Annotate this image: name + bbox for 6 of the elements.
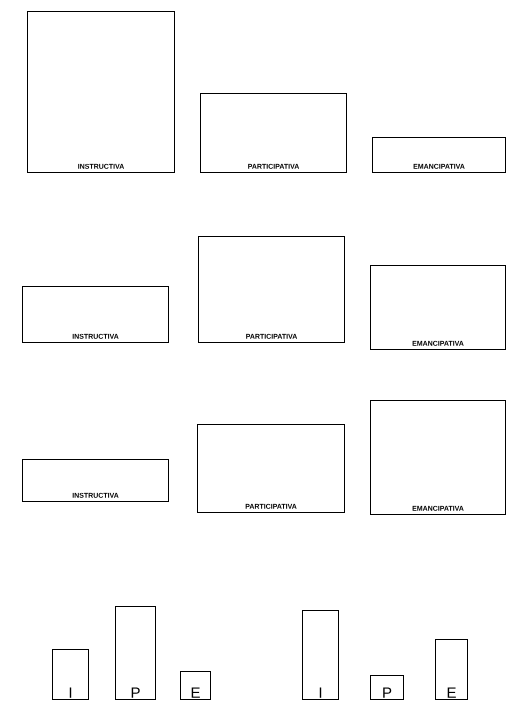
letter-box: I	[302, 610, 339, 700]
letter-box: E	[180, 671, 211, 700]
letter-box: I	[52, 649, 89, 700]
letter-box: E	[435, 639, 468, 700]
letter-box: P	[115, 606, 156, 700]
letter-box: P	[370, 675, 404, 700]
